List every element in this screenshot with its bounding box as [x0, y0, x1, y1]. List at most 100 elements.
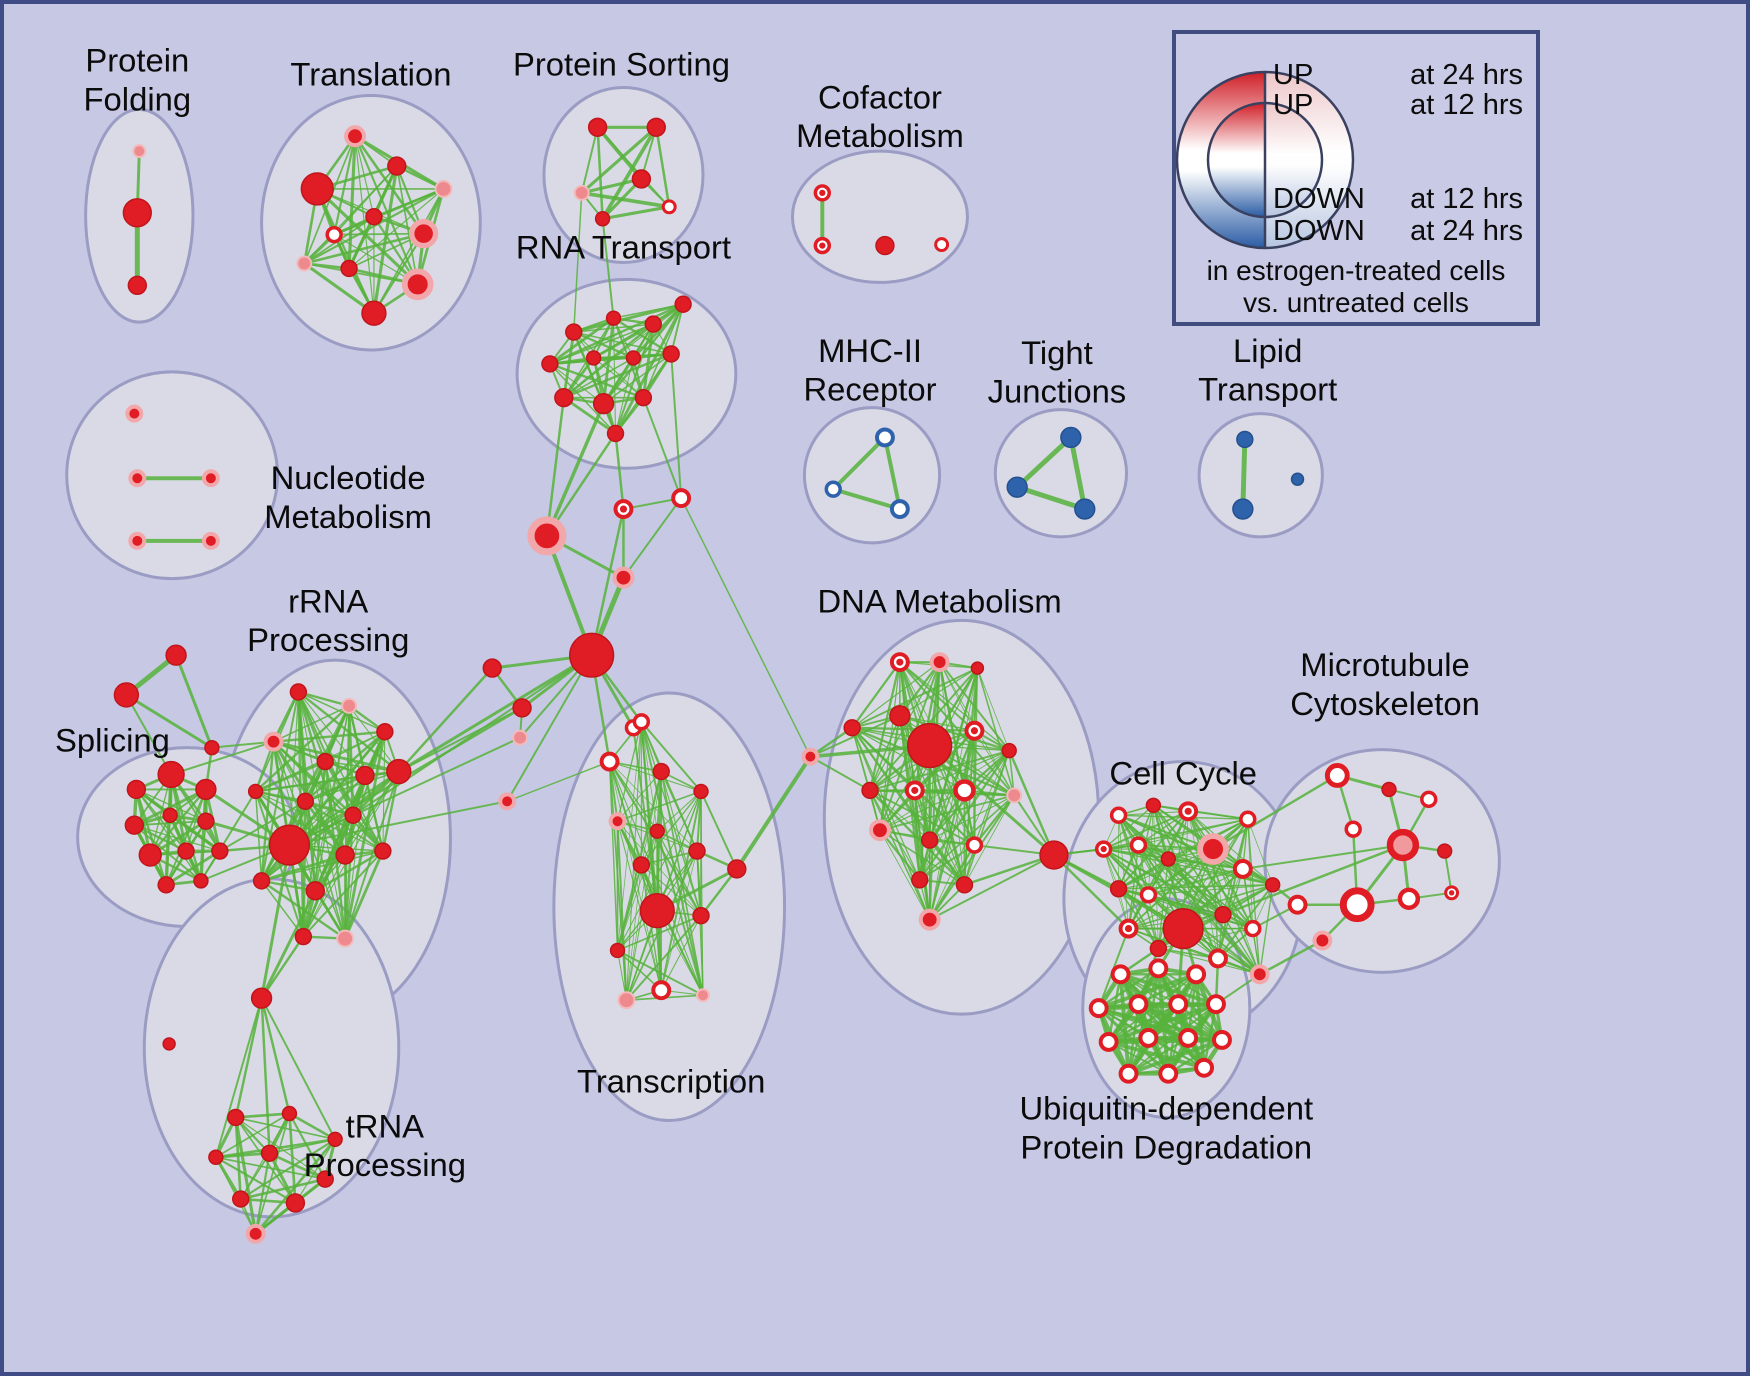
- network-edge: [1126, 1038, 1224, 1076]
- cluster-cofactor-metabolism: [790, 149, 969, 284]
- network-edge: [616, 820, 662, 991]
- network-node: [211, 842, 229, 860]
- network-node: [554, 388, 574, 408]
- network-node: [250, 987, 273, 1009]
- network-edge: [545, 401, 606, 538]
- network-node: [824, 480, 842, 498]
- network-edge: [963, 853, 1056, 887]
- network-node: [907, 723, 953, 769]
- network-node: [1118, 1063, 1139, 1084]
- network-node: [592, 392, 615, 415]
- network-node: [285, 1193, 306, 1213]
- network-edge: [734, 754, 813, 871]
- network-node: [674, 295, 692, 313]
- network-node: [688, 842, 706, 860]
- network-edge: [616, 914, 702, 952]
- network-edge: [297, 690, 347, 857]
- network-node: [344, 806, 362, 824]
- network-node: [1420, 790, 1438, 809]
- network-edge: [700, 790, 738, 870]
- network-edge: [343, 814, 355, 940]
- network-edge: [617, 820, 702, 917]
- network-edge: [600, 125, 659, 221]
- network-node: [1128, 994, 1149, 1015]
- network-node: [1001, 742, 1017, 759]
- network-node-dot: [1184, 807, 1192, 815]
- network-node: [609, 942, 626, 959]
- legend-caption-line2: vs. untreated cells: [1243, 287, 1469, 318]
- network-edge: [963, 749, 1011, 886]
- network-node: [631, 169, 652, 189]
- network-node: [193, 873, 209, 889]
- network-edge: [545, 396, 566, 538]
- node-layer: [113, 117, 1460, 1244]
- network-edge: [596, 126, 604, 221]
- network-edge: [260, 853, 347, 883]
- network-edge: [579, 191, 672, 209]
- network-node: [569, 632, 615, 678]
- network-edge: [660, 850, 698, 991]
- network-node: [260, 1144, 279, 1162]
- network-edge: [215, 1156, 327, 1180]
- network-node: [929, 652, 950, 673]
- network-edge: [608, 760, 703, 917]
- network-edge: [548, 303, 685, 366]
- network-node: [965, 836, 984, 854]
- network-edge: [506, 760, 611, 803]
- network-edge: [976, 667, 1010, 752]
- legend-down24-direction: DOWN: [1273, 215, 1365, 247]
- network-node-dot: [911, 786, 919, 794]
- network-edge: [302, 261, 376, 315]
- network-node: [649, 823, 665, 839]
- network-edge: [898, 714, 1011, 752]
- network-node: [634, 388, 653, 407]
- network-edge: [333, 135, 357, 236]
- network-edge: [234, 1112, 291, 1119]
- network-edge: [210, 740, 275, 749]
- network-edge: [929, 794, 1015, 841]
- network-edge: [809, 755, 872, 792]
- network-edge: [616, 721, 643, 822]
- network-edge: [626, 864, 642, 1001]
- network-node: [336, 929, 355, 948]
- network-edge: [562, 330, 576, 400]
- network-node: [661, 199, 677, 215]
- network-edge: [1052, 853, 1130, 930]
- legend-inner-left-half-gradient: [1208, 103, 1265, 217]
- network-edge: [831, 435, 887, 492]
- network-node: [727, 859, 747, 879]
- network-edge: [928, 854, 1055, 921]
- network-edge: [1148, 894, 1159, 949]
- network-edge: [1127, 884, 1274, 930]
- network-edge: [1107, 1002, 1180, 1044]
- network-edge: [215, 1112, 291, 1159]
- network-node: [1381, 781, 1397, 798]
- network-node: [617, 991, 636, 1010]
- network-edge: [914, 750, 1010, 792]
- network-edge: [174, 653, 214, 750]
- network-node: [1436, 843, 1453, 859]
- network-node: [197, 812, 215, 830]
- network-node: [1109, 806, 1128, 824]
- network-node-dot: [970, 727, 978, 735]
- network-edge: [1117, 858, 1170, 890]
- network-node: [1339, 887, 1375, 923]
- network-node: [335, 845, 355, 865]
- network-edge: [625, 914, 703, 1002]
- network-edge: [640, 720, 703, 793]
- network-edge: [616, 790, 702, 823]
- network-node: [1178, 1028, 1199, 1048]
- network-edge: [670, 352, 683, 500]
- network-node: [386, 758, 412, 785]
- network-edge: [616, 790, 702, 952]
- network-edge: [397, 706, 524, 773]
- network-edge: [632, 726, 659, 912]
- network-edge: [1117, 887, 1160, 950]
- network-node: [177, 842, 195, 860]
- network-edge: [268, 1151, 327, 1181]
- network-node: [289, 683, 308, 701]
- network-node: [498, 792, 517, 811]
- network-edge: [347, 134, 357, 271]
